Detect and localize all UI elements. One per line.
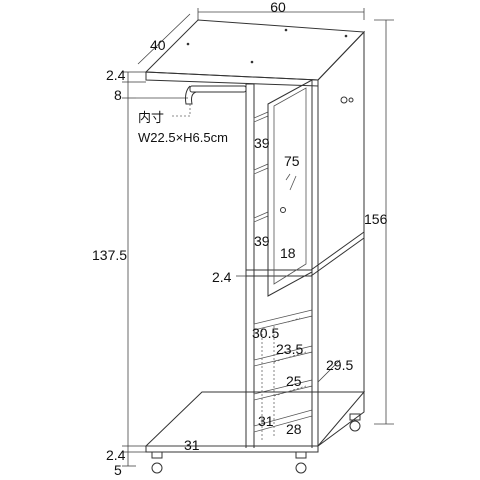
label-door-height: 75 <box>284 153 300 169</box>
label-side-depth: 29.5 <box>326 357 353 373</box>
top-panel <box>144 19 366 87</box>
label-inner-title: 内寸 <box>138 110 164 126</box>
label-lower-shelf-3: 25 <box>286 373 302 389</box>
label-lower-shelf-1: 30.5 <box>252 325 279 341</box>
label-inner-size: W22.5×H6.5cm <box>138 130 228 145</box>
label-base-thickness: 2.4 <box>106 447 126 463</box>
label-lower-shelf-5: 28 <box>286 421 302 437</box>
label-total-height: 156 <box>364 211 388 227</box>
dimension-lines <box>122 8 394 467</box>
label-shelf-upper: 39 <box>254 135 270 151</box>
label-shelf-middle: 39 <box>254 233 270 249</box>
label-upper-gap: 8 <box>114 87 122 103</box>
hanging-rod <box>185 85 247 105</box>
label-door-width: 18 <box>280 245 296 261</box>
label-lower-shelf-2: 23.5 <box>276 341 303 357</box>
label-top-thickness: 2.4 <box>106 67 126 83</box>
label-caster-height: 5 <box>114 462 122 478</box>
label-width-top: 60 <box>270 0 286 15</box>
right-side-panel <box>310 30 365 447</box>
label-divider-thickness: 2.4 <box>212 269 232 285</box>
label-lower-shelf-4: 31 <box>258 413 274 429</box>
label-depth-top: 40 <box>150 37 166 53</box>
center-column <box>245 83 313 448</box>
base <box>144 391 366 474</box>
label-lower-height: 137.5 <box>92 247 127 263</box>
label-base-depth: 31 <box>184 437 200 453</box>
glass-door <box>267 79 313 297</box>
